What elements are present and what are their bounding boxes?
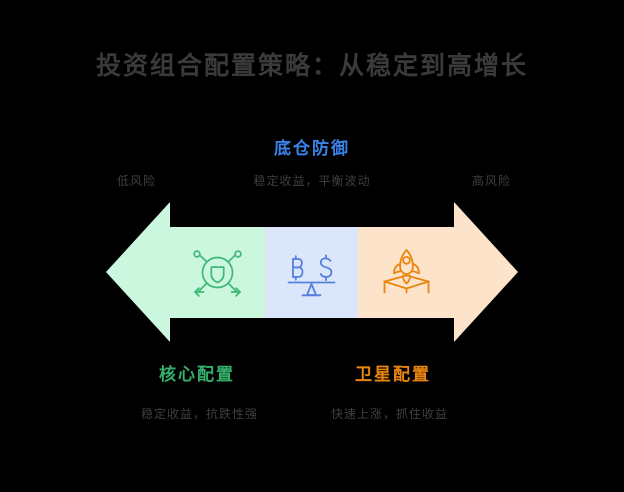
segment-balance[interactable] bbox=[265, 227, 358, 318]
bottom-caption-row: 稳定收益，抗跌性强 快速上涨，抓住收益 bbox=[0, 405, 624, 423]
label-core-allocation: 核心配置 bbox=[159, 365, 235, 385]
shield-network-icon bbox=[193, 250, 242, 297]
arrow-graphic bbox=[106, 202, 518, 342]
top-center-label: 底仓防御 bbox=[274, 139, 350, 159]
right-arrowhead bbox=[454, 202, 518, 342]
rocket-launch-icon bbox=[383, 249, 430, 294]
caption-balanced: 稳定收益，平衡波动 bbox=[253, 174, 371, 188]
page-title: 投资组合配置策略：从稳定到高增长 bbox=[95, 51, 528, 80]
caption-core-allocation: 稳定收益，抗跌性强 bbox=[141, 407, 259, 421]
top-caption-row: 低风险 稳定收益，平衡波动 高风险 bbox=[0, 172, 624, 190]
caption-high-risk: 高风险 bbox=[471, 174, 511, 188]
bottom-label-row: 核心配置 卫星配置 bbox=[0, 360, 624, 385]
segment-core[interactable] bbox=[170, 227, 265, 318]
segment-satellite[interactable] bbox=[358, 227, 454, 318]
risk-spectrum-arrow bbox=[104, 196, 520, 348]
balance-scale-icon bbox=[287, 254, 336, 297]
left-arrowhead bbox=[106, 202, 170, 342]
caption-satellite-allocation: 快速上涨，抓住收益 bbox=[331, 407, 449, 421]
label-satellite-allocation: 卫星配置 bbox=[355, 365, 431, 385]
caption-low-risk: 低风险 bbox=[117, 174, 157, 188]
